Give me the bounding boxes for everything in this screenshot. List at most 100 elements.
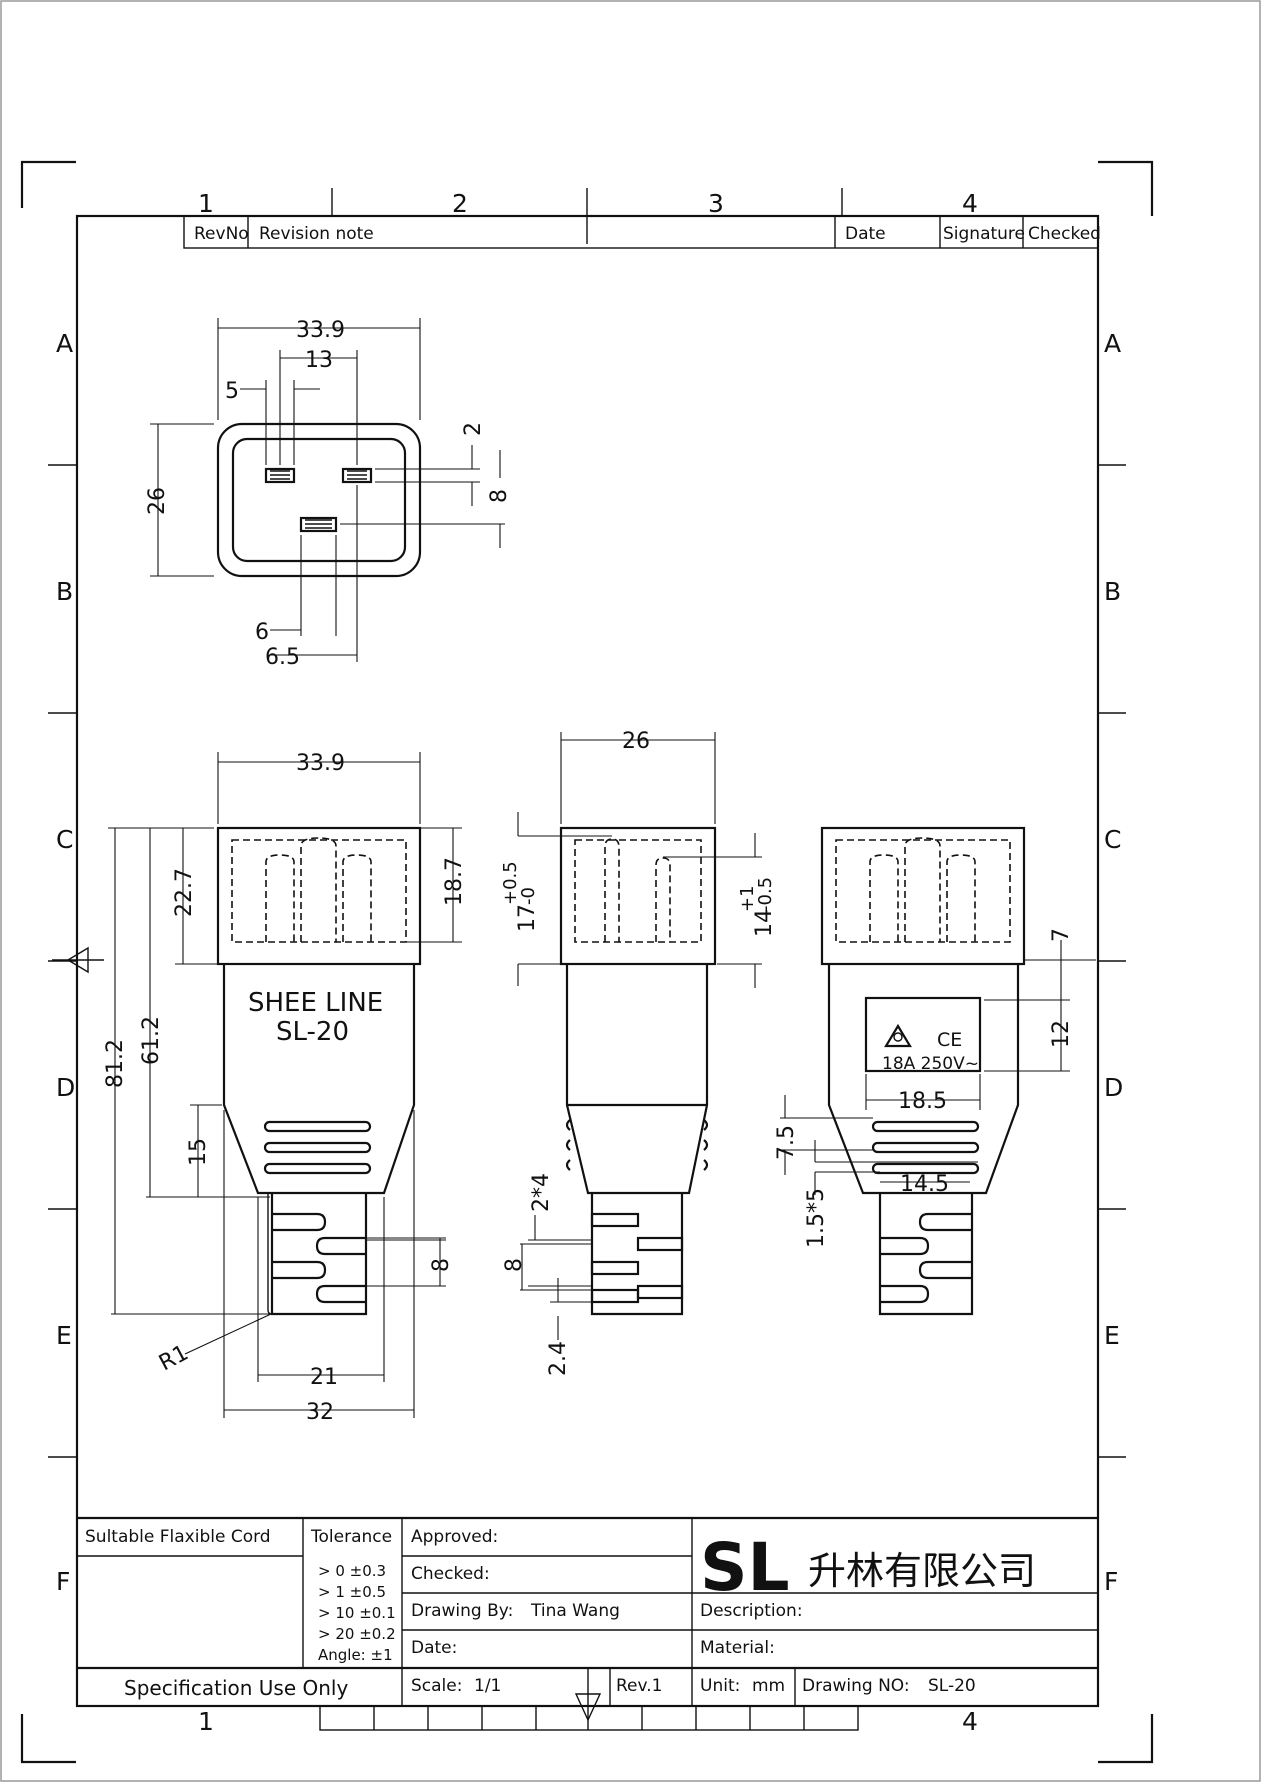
dim-back-grip-length: 7.5	[774, 1125, 799, 1160]
row-label-e: E	[56, 1321, 72, 1350]
centering-mark	[574, 1668, 602, 1730]
dim-back-grip-width: 18.5	[898, 1089, 947, 1114]
material-label: Material:	[700, 1638, 775, 1658]
dim-side-left-pin-depth: 17	[515, 904, 540, 932]
side-view	[559, 826, 717, 1316]
rev-no-header: RevNo	[194, 224, 249, 244]
cord-label: Sultable Flaxible Cord	[85, 1527, 271, 1547]
top-view-labels: 33.9 13 5 2 8 26 6 6.5	[145, 318, 512, 670]
bottom-scale-strip	[319, 1705, 859, 1731]
tolerance-label: Tolerance	[310, 1527, 392, 1547]
dim-side-width: 26	[622, 729, 650, 754]
dim-front-head-height: 22.7	[172, 868, 197, 917]
dim-front-radius: R1	[155, 1340, 193, 1376]
company-logo: SL	[700, 1529, 790, 1606]
drawing-no-value: SL-20	[928, 1676, 976, 1696]
top-view-face	[216, 422, 422, 578]
dim-top-bottom-pin-width: 6	[255, 620, 269, 645]
signature-header: Signature	[943, 224, 1025, 244]
dim-top-height: 26	[145, 487, 170, 515]
dim-top-pin-offset: 8	[487, 489, 512, 503]
tolerance-0: > 0 ±0.3	[318, 1562, 386, 1580]
dim-top-pin-width: 5	[225, 379, 239, 404]
revision-table: RevNo Revision note Date Signature Check…	[183, 215, 1101, 249]
date-label: Date:	[411, 1638, 457, 1658]
description-label: Description:	[700, 1601, 803, 1621]
front-view: SHEE LINE SL-20	[216, 826, 422, 1316]
row-label-c-right: C	[1104, 825, 1121, 854]
back-view-labels: 7 12 18.5 7.5 14.5 1.5*5	[774, 928, 1074, 1248]
scale-value: 1/1	[474, 1676, 501, 1696]
tolerance-4: Angle: ±1	[318, 1646, 393, 1664]
dim-side-slot-pitch: 8	[502, 1258, 527, 1272]
col-label-1-bottom: 1	[198, 1707, 214, 1736]
row-label-d: D	[56, 1073, 75, 1102]
top-view-dimensions	[150, 318, 505, 662]
tolerance-2: > 10 ±0.1	[318, 1604, 396, 1622]
front-view-labels: 33.9 22.7 18.7 61.2 81.2 15 8 R1 21 32	[103, 751, 467, 1425]
dim-back-label-offset: 7	[1049, 928, 1074, 942]
revision-note-header: Revision note	[259, 224, 374, 244]
dim-front-body-length: 61.2	[139, 1016, 164, 1065]
checked-label: Checked:	[411, 1564, 490, 1584]
spec-note: Specification Use Only	[124, 1676, 348, 1700]
row-label-f-right: F	[1104, 1567, 1118, 1596]
drawing-by-value: Tina Wang	[530, 1601, 620, 1621]
dim-top-pin-thickness: 2	[461, 422, 486, 436]
unit-value: mm	[752, 1676, 785, 1696]
ce-mark: CE	[937, 1029, 962, 1051]
dim-top-width: 33.9	[296, 318, 345, 343]
back-view: CE 18A 250V~	[820, 826, 1026, 1316]
row-label-b: B	[56, 577, 73, 606]
dim-side-right-pin-tol-plus: +1	[737, 885, 758, 912]
dim-side-slot-count: 2*4	[529, 1173, 554, 1212]
dim-front-tail-width: 21	[310, 1365, 338, 1390]
approved-label: Approved:	[411, 1527, 498, 1547]
dim-side-left-pin-tol-plus: +0.5	[500, 861, 521, 905]
dim-front-overall-length: 81.2	[103, 1039, 128, 1088]
drawing-by-label: Drawing By:	[411, 1601, 513, 1621]
dim-side-right-pin-depth: 14	[752, 909, 777, 937]
col-label-1: 1	[198, 189, 214, 218]
checked-header: Checked	[1028, 224, 1101, 244]
dim-back-rib-width: 14.5	[900, 1172, 949, 1197]
product-brand-front: SHEE LINE	[248, 988, 383, 1018]
row-label-b-right: B	[1104, 577, 1121, 606]
dim-back-label-height: 12	[1049, 1020, 1074, 1048]
dim-front-socket-depth: 18.7	[442, 857, 467, 906]
dim-front-width: 33.9	[296, 751, 345, 776]
tolerance-3: > 20 ±0.2	[318, 1625, 396, 1643]
dim-top-pin-spacing: 13	[305, 348, 333, 373]
col-label-2: 2	[452, 189, 468, 218]
tolerance-1: > 1 ±0.5	[318, 1583, 386, 1601]
row-label-c: C	[56, 825, 73, 854]
dim-top-bottom-pin-offset: 6.5	[265, 645, 300, 670]
drawing-frame	[75, 214, 1100, 1708]
scale-label: Scale:	[411, 1676, 462, 1696]
corner-marks	[20, 160, 1154, 1764]
row-label-d-right: D	[1104, 1073, 1123, 1102]
title-block: Sultable Flaxible Cord Tolerance > 0 ±0.…	[77, 1516, 1098, 1730]
row-label-f: F	[56, 1567, 70, 1596]
side-view-labels: 26 17 +0.5 -0 14 +1 -0.5 2*4 8 2.4	[500, 729, 777, 1376]
row-label-a-right: A	[1104, 329, 1121, 358]
dim-front-slot-pitch: 8	[429, 1258, 454, 1272]
unit-label: Unit:	[700, 1676, 740, 1696]
dim-side-right-pin-tol-minus: -0.5	[755, 877, 776, 912]
row-label-e-right: E	[1104, 1321, 1120, 1350]
date-header: Date	[845, 224, 886, 244]
section-arrow	[52, 946, 104, 974]
dim-front-grip-length: 15	[186, 1138, 211, 1166]
certification-triangle-icon	[884, 1023, 912, 1048]
front-view-dimensions	[108, 752, 462, 1418]
dim-side-left-pin-tol-minus: -0	[518, 887, 539, 905]
col-label-3: 3	[708, 189, 724, 218]
dim-side-slot-width: 2.4	[546, 1341, 571, 1376]
product-model-front: SL-20	[276, 1017, 349, 1047]
dim-back-rib-count: 1.5*5	[804, 1188, 829, 1248]
product-rating: 18A 250V~	[882, 1054, 979, 1074]
drawing-no-label: Drawing NO:	[802, 1676, 910, 1696]
rev-value: Rev.1	[616, 1676, 662, 1696]
back-view-dimensions	[780, 940, 1096, 1195]
